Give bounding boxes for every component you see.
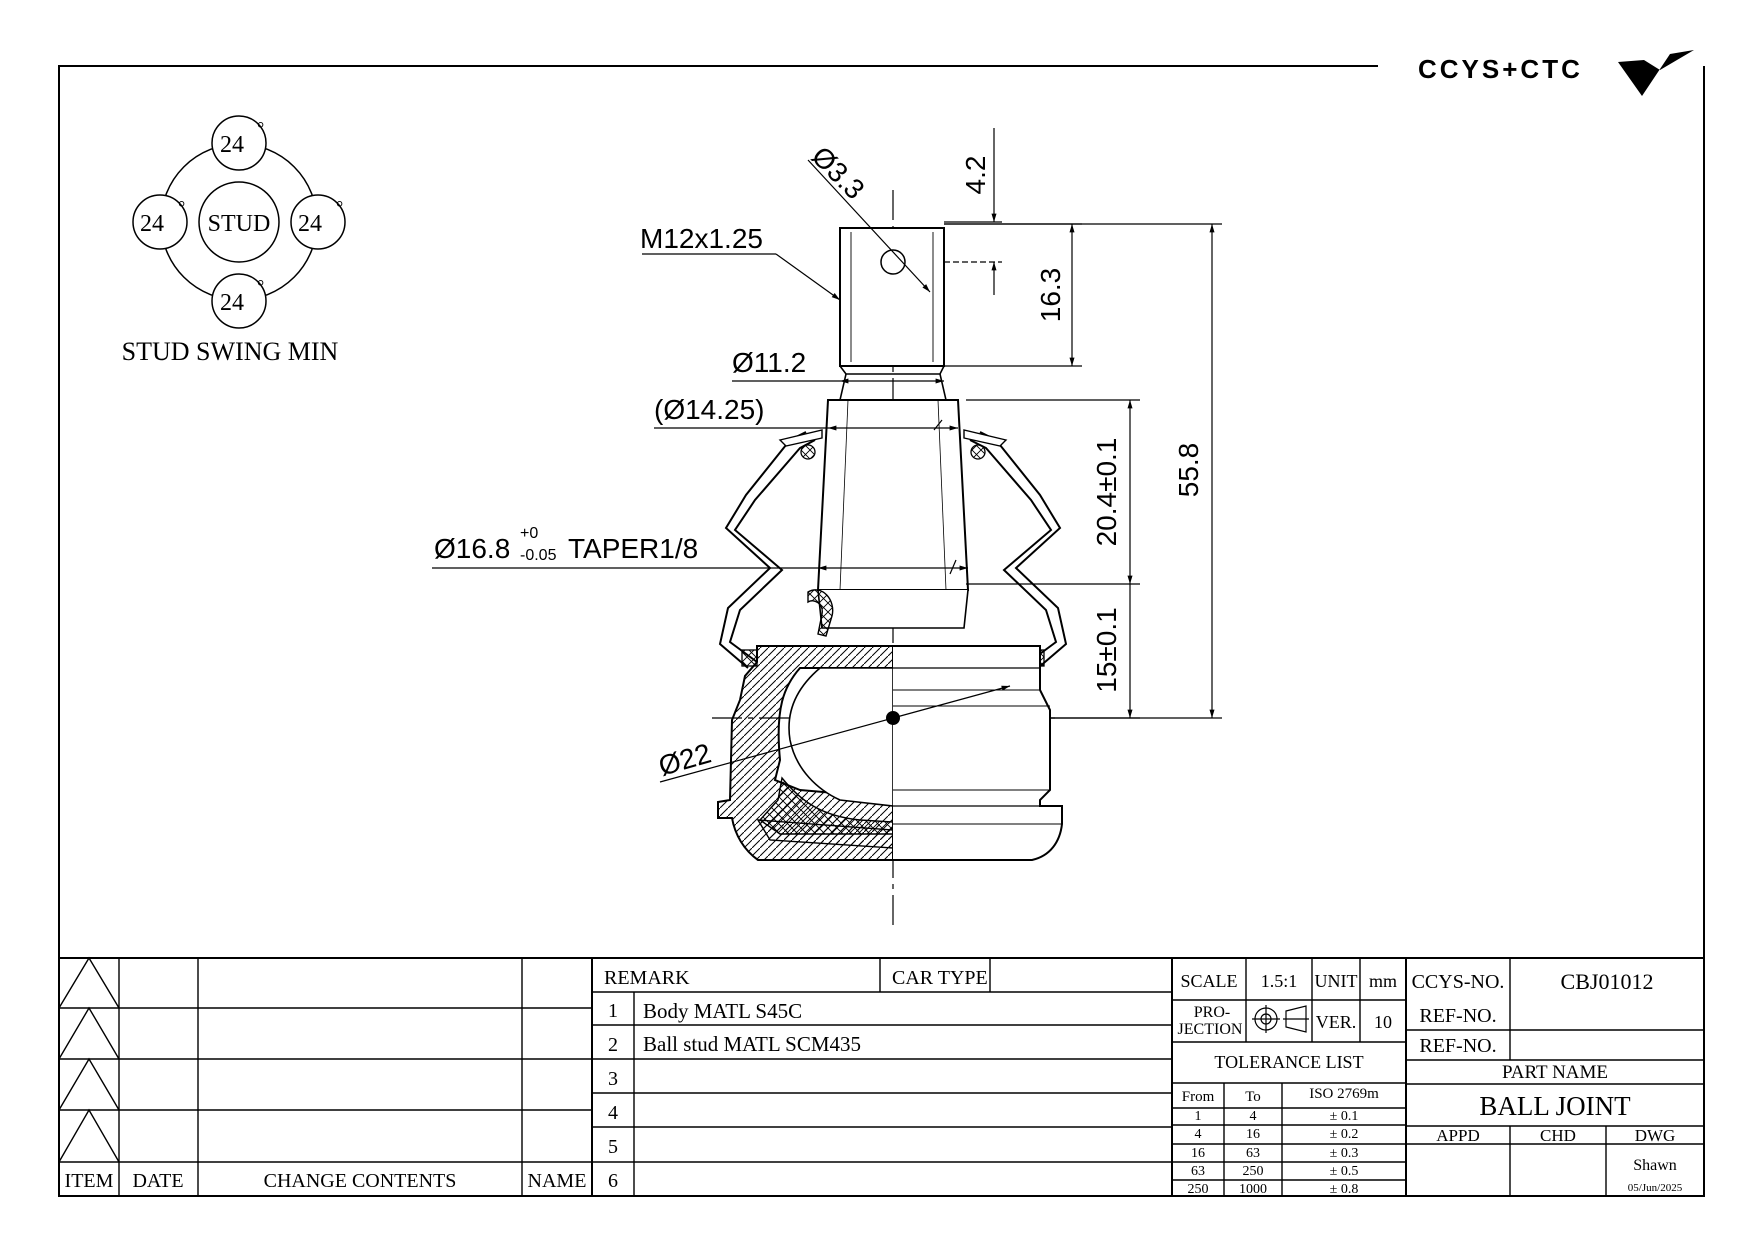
tol-row-4-to: 250: [1243, 1164, 1264, 1179]
dim-tolerance-lower: -0.05: [520, 547, 557, 564]
tol-row-5-to: 1000: [1239, 1182, 1267, 1197]
version-value: 10: [1374, 1012, 1392, 1032]
degree-mark-top: °: [257, 118, 264, 138]
tol-row-3-from: 16: [1191, 1146, 1205, 1161]
dim-ball-diameter: Ø22: [655, 737, 714, 781]
unit-value: mm: [1369, 971, 1397, 991]
ccys-no-label: CCYS-NO.: [1412, 971, 1505, 993]
dim-center-height: 15±0.1: [1091, 607, 1122, 692]
company-logo: CCYS+CTC: [1418, 50, 1694, 96]
tol-row-1-value: ± 0.1: [1330, 1109, 1359, 1124]
remark-text-2: Ball stud MATL SCM435: [643, 1032, 861, 1056]
dim-taper-length: 20.4±0.1: [1091, 438, 1122, 547]
col-date: DATE: [132, 1170, 183, 1192]
svg-text:CCYS+CTC: CCYS+CTC: [1418, 54, 1583, 84]
drawing-date: 05/Jun/2025: [1628, 1182, 1683, 1194]
remark-num-1: 1: [608, 1000, 618, 1022]
degree-mark-right: °: [336, 197, 343, 217]
tol-header-to: To: [1245, 1089, 1261, 1105]
swing-angle-left: 24: [140, 211, 164, 237]
projection-label-2: JECTION: [1178, 1021, 1243, 1038]
tol-row-2-to: 16: [1246, 1127, 1260, 1142]
tol-header-iso: ISO 2769m: [1309, 1086, 1379, 1102]
remark-num-2: 2: [608, 1034, 618, 1056]
swing-angle-right: 24: [298, 211, 322, 237]
drawer-name: Shawn: [1633, 1157, 1677, 1174]
tol-row-1-from: 1: [1195, 1109, 1202, 1124]
part-name-value: BALL JOINT: [1479, 1091, 1631, 1121]
car-type-label: CAR TYPE: [892, 967, 988, 989]
tolerance-rows: 1 4 ± 0.1 4 16 ± 0.2 16 63 ± 0.3 63 250 …: [1188, 1109, 1359, 1197]
remark-num-5: 5: [608, 1136, 618, 1158]
remark-header: REMARK: [604, 967, 690, 989]
part-name-label: PART NAME: [1502, 1062, 1608, 1083]
tol-row-4-from: 63: [1191, 1164, 1205, 1179]
dim-pin-offset: 4.2: [960, 156, 991, 195]
tol-row-2-value: ± 0.2: [1330, 1127, 1359, 1142]
dimension-labels: Ø3.3 4.2 M12x1.25 16.3 Ø11.2 (Ø14.25) Ø1…: [434, 140, 1204, 781]
stud-swing-diagram: [132, 115, 346, 329]
stud-swing-label: STUD SWING MIN: [122, 337, 339, 366]
remark-table: REMARK CAR TYPE 1 Body MATL S45C 2 Ball …: [604, 967, 988, 1192]
title-block-grid: [58, 956, 1704, 1196]
dim-pin-hole: Ø3.3: [806, 140, 871, 205]
chd-label: CHD: [1540, 1126, 1576, 1145]
dim-tolerance-upper: +0: [520, 525, 538, 542]
projection-symbol-icon: [1252, 1005, 1309, 1033]
scale-label: SCALE: [1180, 971, 1237, 991]
scale-value: 1.5:1: [1261, 971, 1298, 991]
tol-row-5-from: 250: [1188, 1182, 1209, 1197]
logo-mark-icon: [1618, 50, 1694, 96]
dim-taper-diameter: Ø16.8: [434, 533, 510, 564]
dimension-lines: [432, 128, 1222, 783]
dwg-label: DWG: [1635, 1126, 1676, 1145]
dim-thread-length: 16.3: [1035, 268, 1066, 323]
tol-row-2-from: 4: [1195, 1127, 1202, 1142]
sheet-frame: [58, 65, 1705, 1197]
ccys-no-value: CBJ01012: [1561, 969, 1654, 994]
degree-mark-left: °: [178, 197, 185, 217]
degree-mark-bottom: °: [257, 276, 264, 296]
projection-label-1: PRO-: [1194, 1004, 1230, 1021]
ref-no-label-1: REF-NO.: [1419, 1005, 1496, 1027]
title-block: CCYS-NO. CBJ01012 REF-NO. REF-NO. PART N…: [1412, 969, 1683, 1194]
scale-tolerance-block: SCALE 1.5:1 UNIT mm PRO- JECTION VER. 10…: [1178, 971, 1397, 1105]
tolerance-list-title: TOLERANCE LIST: [1214, 1052, 1363, 1072]
swing-angle-top: 24: [220, 132, 244, 158]
col-name: NAME: [528, 1170, 587, 1192]
version-label: VER.: [1316, 1012, 1357, 1032]
swing-center-label: STUD: [208, 211, 271, 237]
dim-thread: M12x1.25: [640, 223, 763, 254]
tol-row-5-value: ± 0.8: [1330, 1182, 1359, 1197]
tol-row-1-to: 4: [1250, 1109, 1257, 1124]
tol-row-3-value: ± 0.3: [1330, 1146, 1359, 1161]
unit-label: UNIT: [1315, 971, 1358, 991]
tol-row-3-to: 63: [1246, 1146, 1260, 1161]
dim-neck-diameter: Ø11.2: [732, 347, 806, 378]
remark-num-4: 4: [608, 1102, 618, 1124]
col-item: ITEM: [65, 1170, 114, 1192]
tol-row-4-value: ± 0.5: [1330, 1164, 1359, 1179]
swing-angle-bottom: 24: [220, 290, 244, 316]
tol-header-from: From: [1182, 1089, 1215, 1105]
dim-overall-height: 55.8: [1173, 443, 1204, 498]
ref-no-label-2: REF-NO.: [1419, 1035, 1496, 1057]
remark-text-1: Body MATL S45C: [643, 999, 802, 1023]
dim-taper-spec: TAPER1/8: [568, 533, 698, 564]
ball-joint-section: [712, 190, 1068, 930]
appd-label: APPD: [1436, 1126, 1479, 1145]
remark-num-6: 6: [608, 1170, 618, 1192]
col-change-contents: CHANGE CONTENTS: [264, 1170, 457, 1192]
remark-num-3: 3: [608, 1068, 618, 1090]
revision-table: ITEM DATE CHANGE CONTENTS NAME: [65, 1170, 587, 1192]
dim-taper-top: (Ø14.25): [654, 394, 765, 425]
